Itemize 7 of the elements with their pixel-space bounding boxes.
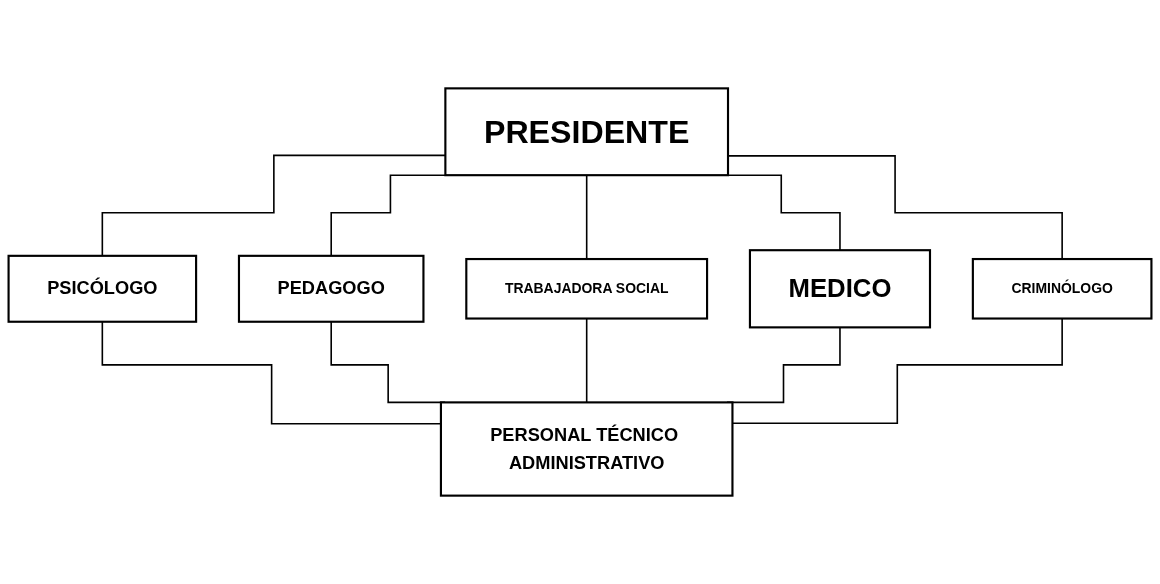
node-box: TRABAJADORA SOCIAL	[465, 257, 709, 320]
node-box: PERSONAL TÉCNICO ADMINISTRATIVO	[439, 401, 734, 497]
node-box: MEDICO	[748, 249, 932, 329]
node-box: PSICÓLOGO	[7, 254, 198, 323]
node-box: CRIMINÓLOGO	[971, 257, 1153, 320]
node-box: PEDAGOGO	[237, 254, 425, 323]
node-box: PRESIDENTE	[444, 87, 730, 177]
